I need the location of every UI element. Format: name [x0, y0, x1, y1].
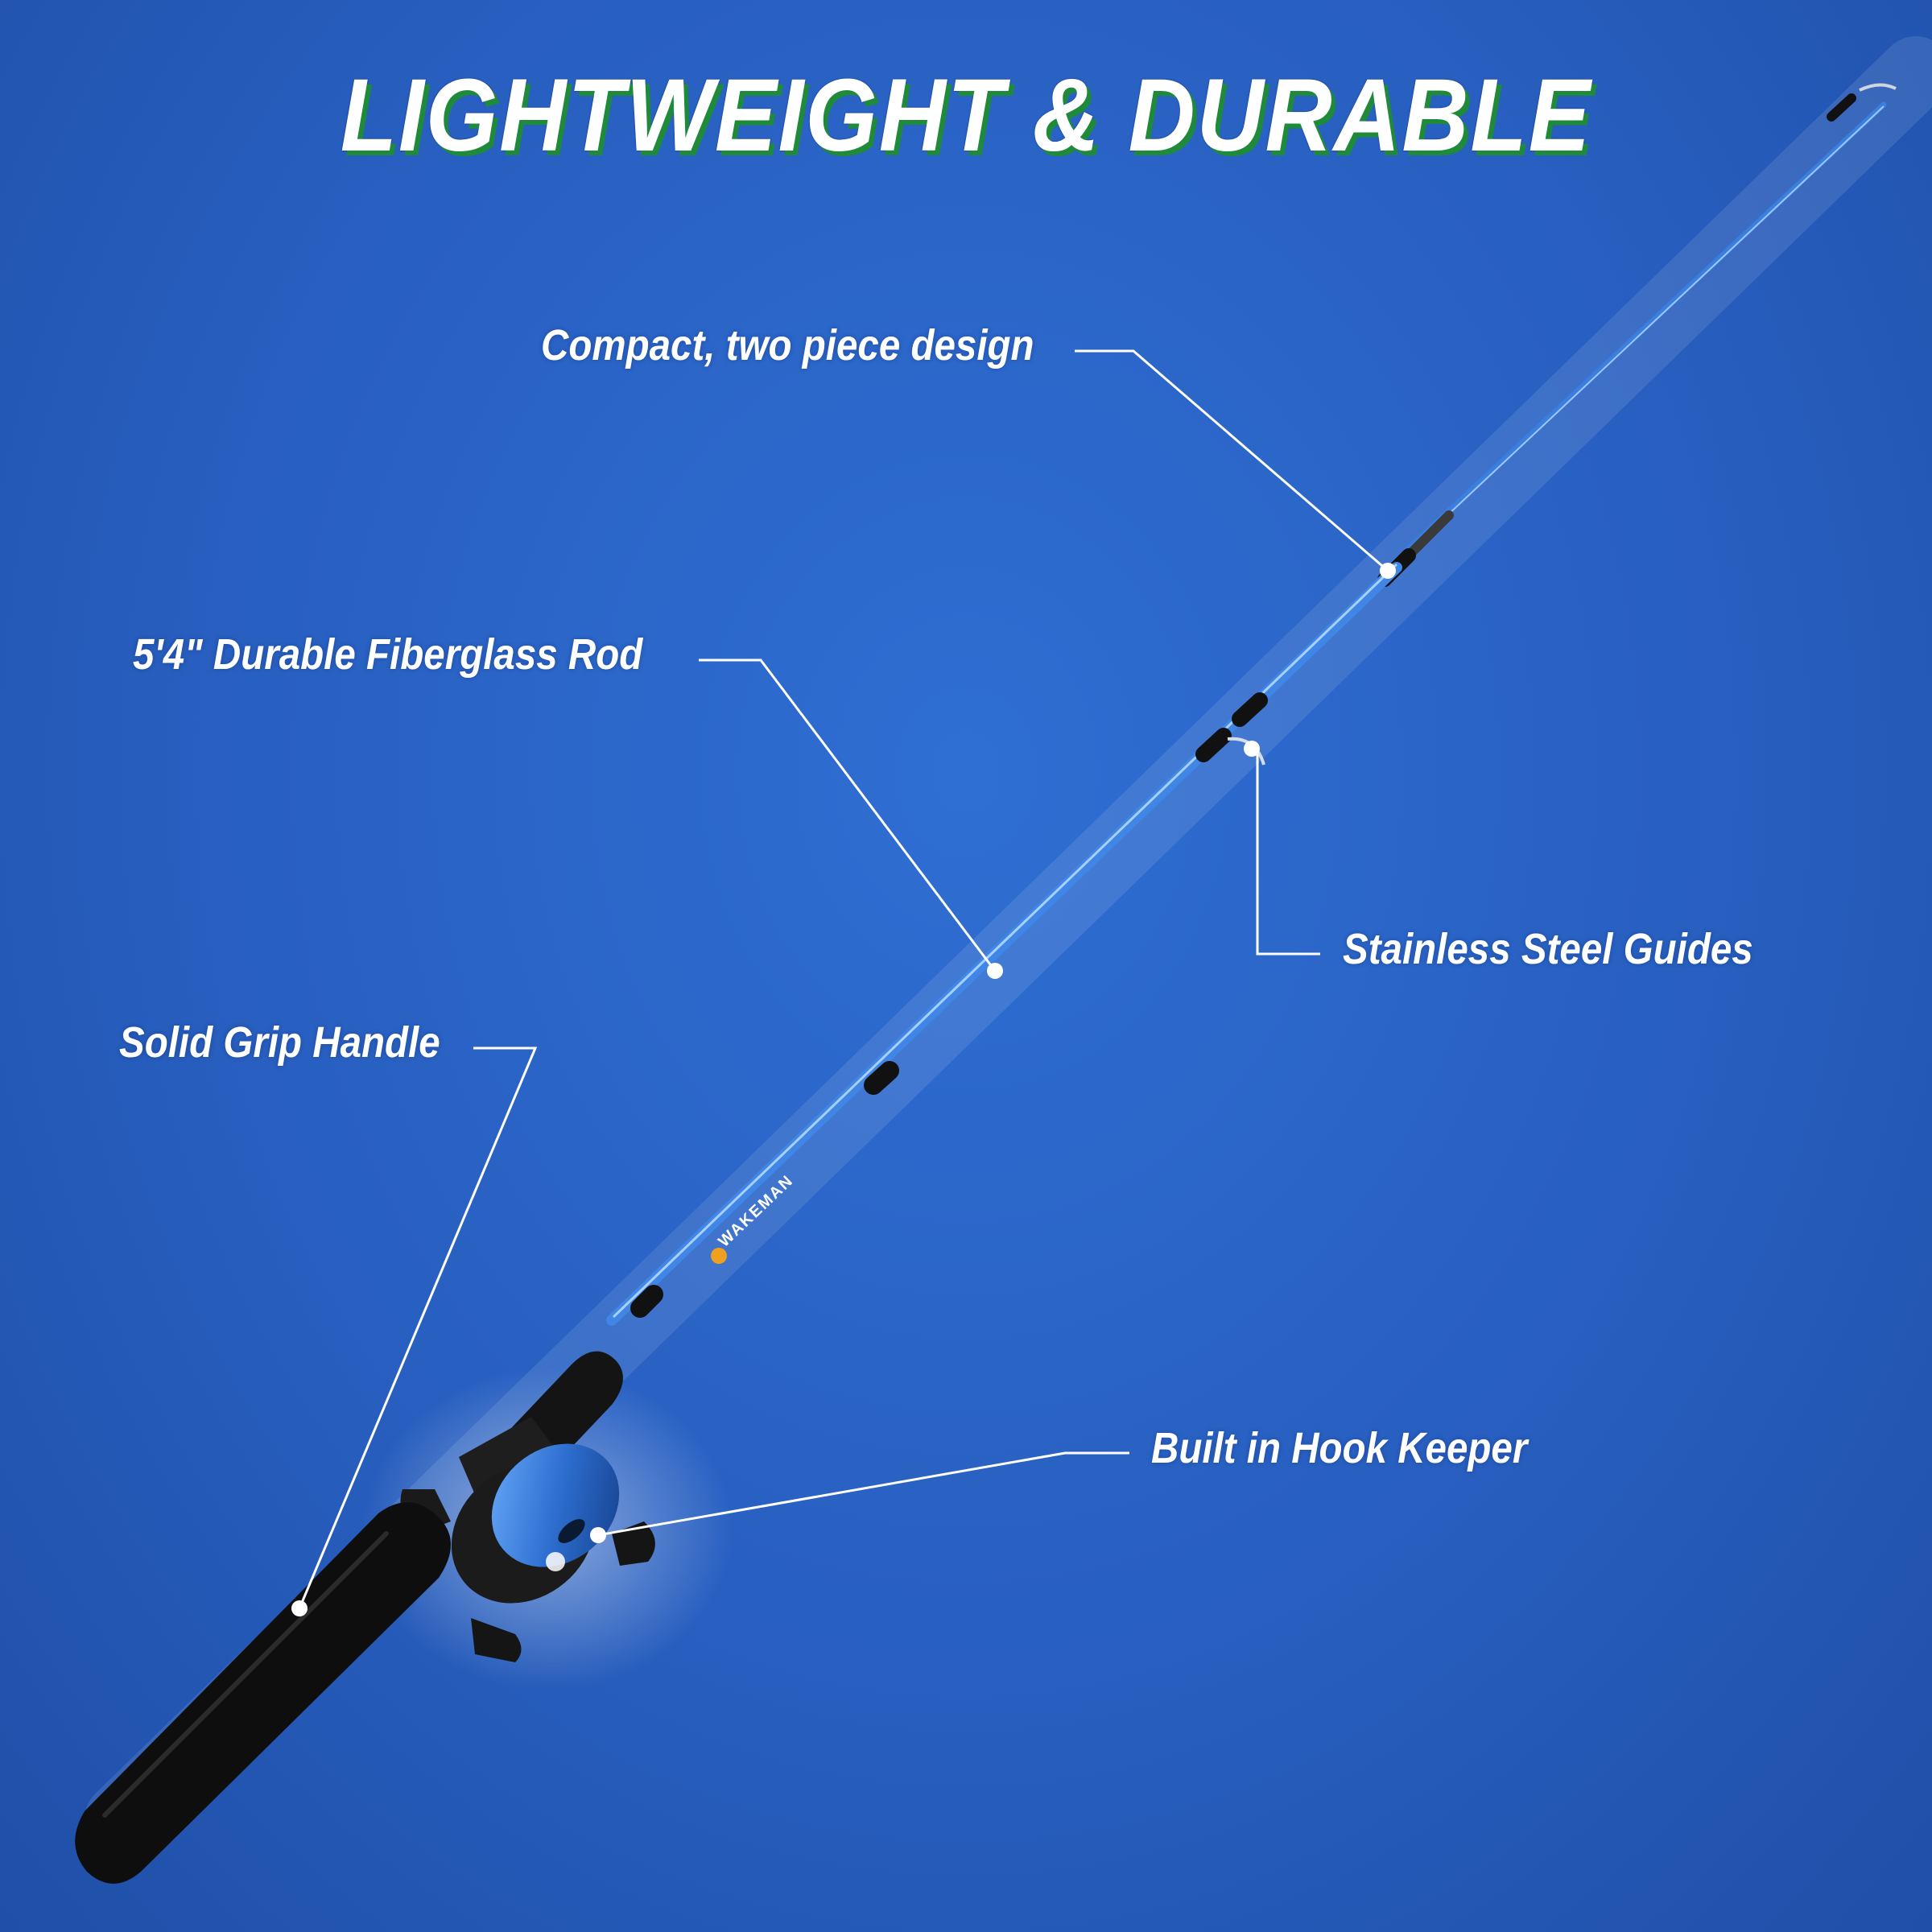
callout-compact-design: Compact, two piece design: [541, 321, 1034, 369]
rod-guide-4: [630, 1285, 663, 1318]
brand-logo-mark: [711, 1248, 727, 1264]
rear-grip: [75, 1502, 451, 1884]
reel-line-hole: [558, 1519, 585, 1543]
callout-line-compact: [1075, 349, 1389, 572]
rod-guide-2: [1195, 728, 1232, 762]
callout-lines: [298, 349, 1389, 1609]
spincast-reel-cover: [491, 1443, 620, 1567]
reel-crank-handle: [471, 1618, 522, 1662]
callout-line-handle: [298, 1046, 538, 1609]
callout-line-hook-keeper: [597, 1451, 1129, 1537]
rod-butt-highlight: [612, 563, 1398, 1319]
rear-grip-sheen: [102, 1531, 389, 1818]
callout-hook-keeper: Built in Hook Keeper: [1151, 1424, 1528, 1472]
rod-tip-section: [1389, 101, 1887, 567]
rod-guide-3: [864, 1061, 899, 1095]
callout-line-rod: [699, 658, 997, 972]
callout-dot-handle: [291, 1600, 308, 1616]
callout-line-guides: [1256, 750, 1320, 956]
callout-grip-handle: Solid Grip Handle: [119, 1018, 440, 1067]
callout-dot-hook-keeper: [590, 1527, 606, 1543]
reel-badge: [546, 1552, 565, 1571]
rod-guide-1: [1232, 692, 1268, 727]
tip-guide-ring: [1859, 83, 1897, 92]
page-title: LIGHTWEIGHT & DURABLE: [340, 58, 1592, 173]
callout-dots: [291, 563, 1396, 1616]
reel-thumb-button: [612, 1521, 655, 1566]
tip-guide: [1827, 93, 1856, 122]
callout-dot-guides: [1244, 741, 1260, 757]
callout-stainless-guides: Stainless Steel Guides: [1343, 925, 1753, 973]
rod-tip-highlight: [1393, 105, 1885, 566]
callout-dot-compact: [1380, 563, 1396, 579]
callout-dot-rod: [987, 963, 1003, 979]
rod-butt-section: [606, 562, 1402, 1326]
callout-fiberglass-rod: 5'4" Durable Fiberglass Rod: [133, 630, 643, 679]
